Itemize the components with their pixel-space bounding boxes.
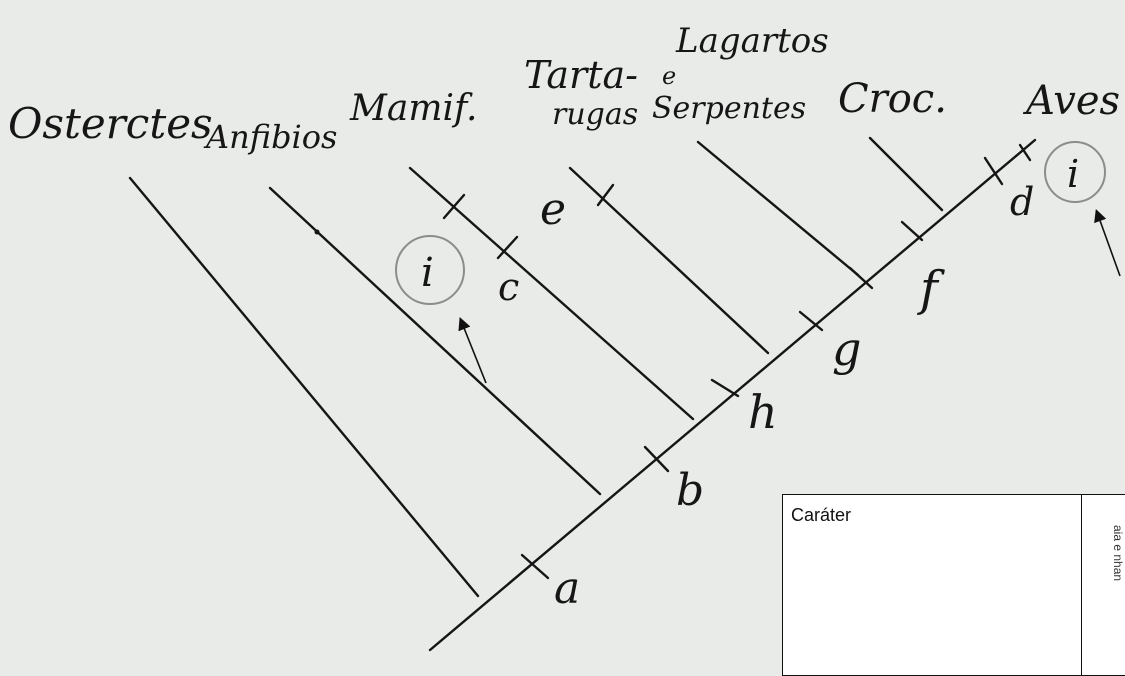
tick-h [710,378,740,398]
branch-lagartos [696,140,860,277]
label-lagartos: Lagartos [675,21,829,61]
character-table: Caráter aia e nhan [782,494,1125,676]
tick-d [983,156,1004,186]
arrow-right [1094,208,1121,277]
label-tartarugas-1: Tarta- [524,53,638,97]
char-f: f [917,261,945,317]
tick-mamif [442,193,466,220]
label-mamiferos: Mamif. [349,88,477,129]
char-g: g [832,322,861,376]
char-h: h [748,385,778,439]
cladogram: Osterctes Anfibios Mamif. Tarta- rugas L… [8,21,1121,652]
circle-marker-1 [395,235,465,305]
table-header-carater: Caráter [791,505,852,525]
arrow-left [458,317,487,384]
branch-dot [314,229,320,235]
label-tartarugas-2: rugas [552,97,638,132]
tick-extra [848,266,874,290]
branch-osteictes [128,176,480,598]
branch-tartarugas [568,166,770,355]
tick-g [798,310,824,332]
label-anfibios: Anfibios [203,118,337,156]
label-aves: Aves [1022,78,1120,124]
tick-a [520,553,550,580]
label-osteictes: Osterctes [8,99,213,148]
label-lagartos-e: e [662,62,676,90]
tick-f [900,220,924,242]
tick-aves [1018,143,1032,162]
main-trunk [428,138,1037,652]
char-d: d [1010,180,1034,224]
label-serpentes: Serpentes [652,91,806,126]
branch-mamiferos [408,166,695,421]
circle-label-1: i [421,250,434,296]
label-croc: Croc. [838,76,947,122]
circle-marker-2 [1044,141,1106,203]
char-b: b [676,465,704,516]
branch-croc [868,136,944,212]
tick-e [596,183,615,207]
table-rotated-text: aia e nhan [1111,525,1125,582]
tick-b [643,445,670,473]
circle-label-2: i [1067,152,1079,196]
table-divider [1081,495,1082,675]
tick-c [496,235,519,260]
branch-anfibios [268,186,602,496]
char-a: a [554,563,580,614]
char-c: c [498,265,519,309]
char-e: e [540,184,566,235]
